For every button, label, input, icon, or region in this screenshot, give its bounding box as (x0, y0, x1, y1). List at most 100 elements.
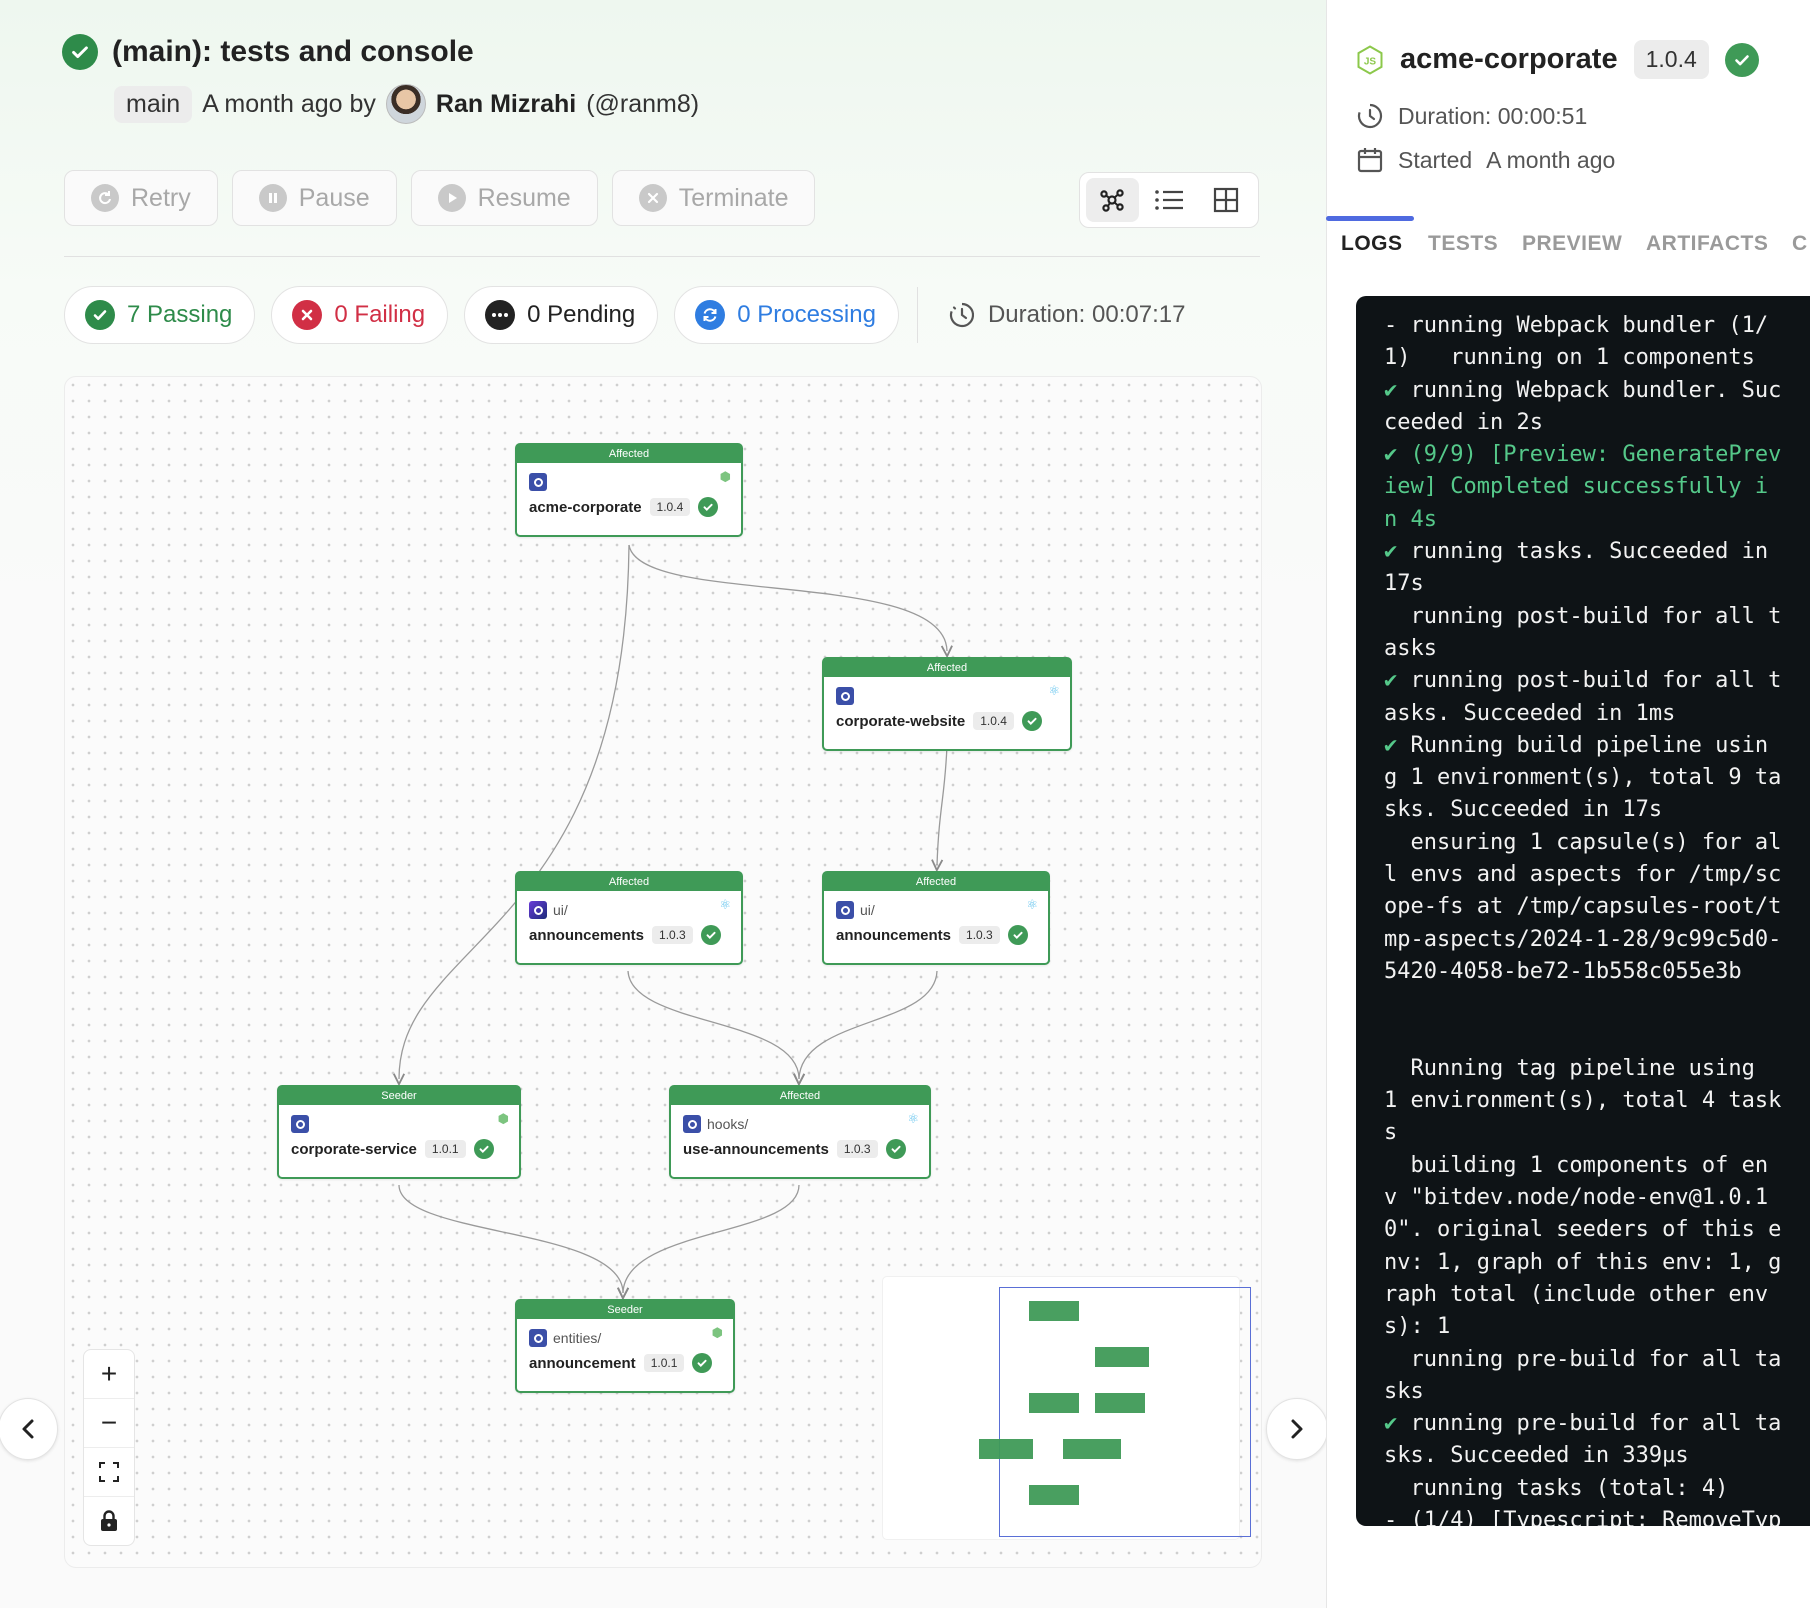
graph-node-entities-announcement[interactable]: Seeder entities/ ⬢ announcement 1.0.1 (515, 1299, 735, 1393)
branch-badge[interactable]: main (114, 85, 193, 123)
log-line: g 1 environment(s), total 9 ta (1384, 765, 1782, 791)
next-button[interactable] (1266, 1398, 1328, 1460)
graph-node-corporate-website[interactable]: Affected ⚛ corporate-website 1.0.4 (822, 657, 1072, 751)
log-line: mp-aspects/2024-1-28/9c99c5d0- (1384, 926, 1782, 952)
node-tag: Seeder (517, 1301, 733, 1319)
tab-artifacts[interactable]: ARTIFACTS (1646, 232, 1769, 255)
minimap[interactable] (883, 1277, 1251, 1539)
node-tag: Affected (671, 1087, 929, 1105)
log-line: 0". original seeders of this e (1384, 1217, 1782, 1243)
node-scope: ui/ (553, 902, 568, 918)
lock-button[interactable] (84, 1497, 134, 1545)
node-name: announcements (529, 926, 645, 944)
logs-console[interactable]: - running Webpack bundler (1/1) running … (1356, 296, 1810, 1526)
component-started: Started A month ago (1356, 146, 1615, 174)
fit-view-button[interactable] (84, 1448, 134, 1497)
log-line: 1) running on 1 components (1384, 345, 1755, 371)
passing-filter[interactable]: 7 Passing (64, 286, 256, 344)
react-env-icon: ⚛ (1048, 683, 1060, 698)
graph-node-corporate-service[interactable]: Seeder ⬢ corporate-service 1.0.1 (277, 1085, 521, 1179)
graph-view-button[interactable] (1086, 178, 1139, 222)
time-by-text: A month ago by (202, 89, 376, 118)
scope-icon (529, 473, 547, 491)
action-toolbar: Retry Pause Resume Terminate (64, 170, 816, 226)
node-version: 1.0.3 (652, 926, 693, 944)
node-version: 1.0.4 (973, 712, 1014, 730)
author-handle: (@ranm8) (586, 89, 700, 118)
node-tag: Seeder (279, 1087, 519, 1105)
active-tab-indicator (1326, 216, 1414, 221)
log-line: ensuring 1 capsule(s) for al (1384, 829, 1782, 855)
react-env-icon: ⚛ (907, 1111, 919, 1126)
zoom-out-button[interactable]: − (84, 1399, 134, 1448)
passing-count: 7 Passing (127, 301, 233, 328)
component-version: 1.0.4 (1633, 40, 1709, 79)
log-line: ✔ running pre-build for all ta (1384, 1411, 1782, 1437)
node-tag: Affected (824, 659, 1070, 677)
node-tag: Affected (517, 445, 741, 463)
terminate-button[interactable]: Terminate (611, 170, 816, 226)
grid-view-button[interactable] (1199, 178, 1252, 222)
zoom-controls: + − (83, 1349, 135, 1546)
header-divider (64, 256, 1260, 257)
component-duration: Duration: 00:00:51 (1356, 102, 1587, 130)
resume-label: Resume (477, 183, 571, 212)
list-view-button[interactable] (1143, 178, 1196, 222)
tab-preview[interactable]: PREVIEW (1522, 232, 1623, 255)
graph-node-acme-corporate[interactable]: Affected ⬢ acme-corporate 1.0.4 (515, 443, 743, 537)
failing-filter[interactable]: 0 Failing (271, 286, 449, 344)
retry-icon (91, 184, 119, 212)
minimap-node (1063, 1439, 1121, 1459)
scope-icon (683, 1115, 701, 1133)
log-line: asks (1384, 635, 1437, 661)
graph-node-use-announcements[interactable]: Affected hooks/ ⚛ use-announcements 1.0.… (669, 1085, 931, 1179)
log-line: ✔ running Webpack bundler. Suc (1384, 377, 1782, 403)
previous-button[interactable] (0, 1398, 58, 1460)
success-check-icon (62, 34, 98, 70)
minimap-node (1095, 1347, 1149, 1367)
check-icon (1724, 42, 1759, 77)
node-name: announcements (836, 926, 952, 944)
log-line: ✔ Running build pipeline usin (1384, 732, 1769, 758)
node-name: announcement (529, 1354, 636, 1372)
minimap-viewport[interactable] (999, 1287, 1251, 1537)
pending-filter[interactable]: 0 Pending (464, 286, 659, 344)
log-line: running pre-build for all ta (1384, 1346, 1782, 1372)
minimap-node (1029, 1301, 1079, 1321)
scope-icon (836, 687, 854, 705)
edge (627, 970, 799, 1079)
edge (623, 1184, 800, 1293)
pipeline-duration: Duration: 00:07:17 (948, 301, 1185, 329)
resume-button[interactable]: Resume (410, 170, 598, 226)
graph-edges (65, 544, 1261, 1567)
pause-button[interactable]: Pause (231, 170, 397, 226)
component-header: JS acme-corporate 1.0.4 (1356, 40, 1759, 79)
graph-node-ui-announcements[interactable]: Affected ui/ ⚛ announcements 1.0.3 (515, 871, 743, 965)
refresh-icon (695, 300, 726, 330)
graph-node-ui-announcements[interactable]: Affected ui/ ⚛ announcements 1.0.3 (822, 871, 1050, 965)
tab-more[interactable]: C (1792, 232, 1808, 255)
log-line: ✔ running post-build for all t (1384, 668, 1782, 694)
processing-filter[interactable]: 0 Processing (674, 286, 899, 344)
react-env-icon: ⚛ (1026, 897, 1038, 912)
log-line: l envs and aspects for /tmp/sc (1384, 862, 1782, 888)
component-name: acme-corporate (1400, 43, 1618, 75)
log-line: 1 environment(s), total 4 task (1384, 1088, 1782, 1114)
zoom-in-button[interactable]: + (84, 1350, 134, 1399)
author-name[interactable]: Ran Mizrahi (435, 89, 577, 118)
list-icon (1155, 190, 1183, 210)
chevron-right-icon (1291, 1419, 1303, 1439)
terminate-label: Terminate (678, 183, 789, 212)
tab-tests[interactable]: TESTS (1428, 232, 1499, 255)
log-line (1384, 1021, 1804, 1053)
pipeline-title-row: (main): tests and console (62, 34, 474, 70)
avatar[interactable] (385, 84, 426, 124)
pipeline-pane: (main): tests and console main A month a… (0, 0, 1328, 1608)
tab-logs[interactable]: LOGS (1341, 232, 1403, 255)
dependency-graph-canvas[interactable]: Affected ⬢ acme-corporate 1.0.4 Affected… (64, 376, 1262, 1568)
view-mode-toggle (1079, 172, 1259, 228)
scope-icon (291, 1115, 309, 1133)
node-name: acme-corporate (529, 498, 642, 516)
retry-button[interactable]: Retry (64, 170, 218, 226)
node-name: use-announcements (683, 1140, 829, 1158)
